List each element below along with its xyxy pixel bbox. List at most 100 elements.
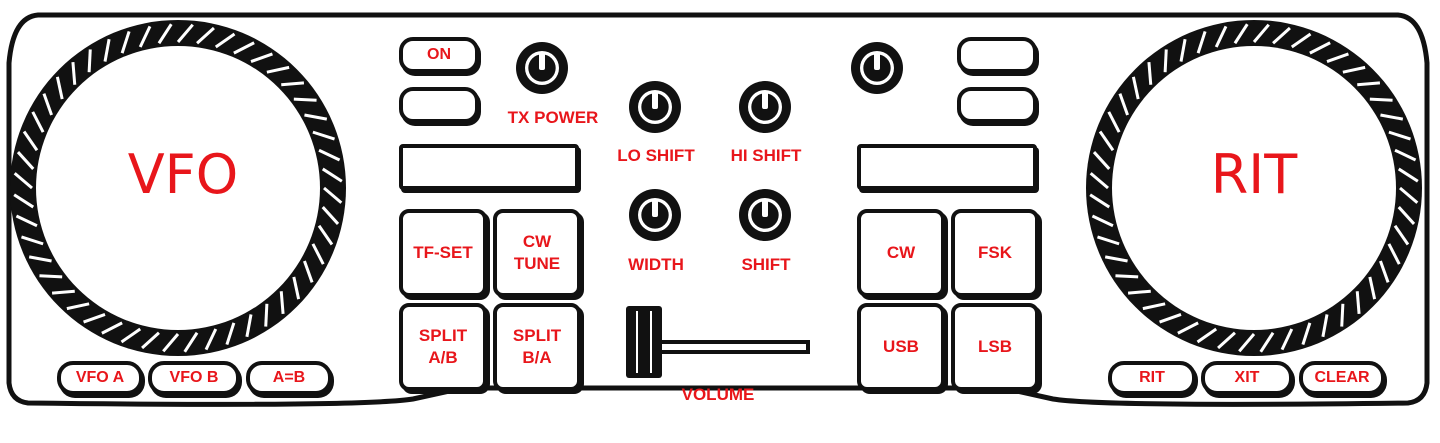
jog-ridge (55, 76, 64, 100)
jog-ridge (1147, 61, 1153, 85)
jog-ridge (1379, 260, 1390, 283)
jog-ridge (1397, 167, 1419, 183)
jog-ridge (264, 303, 269, 327)
vfo-a-button[interactable]: VFO A (57, 361, 143, 395)
on-button[interactable]: ON (399, 37, 479, 73)
jog-ridge (1131, 76, 1140, 100)
jog-ridge (204, 328, 218, 351)
cw-tune-pad[interactable]: CW TUNE (493, 209, 581, 297)
jog-ridge (323, 186, 343, 204)
jog-ridge (196, 26, 215, 45)
volume-fader[interactable] (623, 303, 813, 383)
jog-ridge (1394, 148, 1417, 162)
jog-ridge (13, 172, 33, 190)
hi-shift-label: HI SHIFT (730, 146, 802, 165)
jog-ridge (1217, 331, 1236, 350)
jog-ridge (1115, 274, 1139, 279)
right-top-button[interactable] (957, 37, 1037, 73)
jog-ridge (120, 30, 131, 54)
lo-shift-label: LO SHIFT (617, 146, 695, 165)
jog-ridge (1214, 25, 1228, 48)
jog-ridge (1272, 26, 1291, 45)
rit-button[interactable]: RIT (1108, 361, 1196, 395)
xit-button[interactable]: XIT (1201, 361, 1293, 395)
jog-ridge (1092, 151, 1111, 170)
jog-ridge (1163, 49, 1168, 73)
jog-ridge (162, 333, 180, 353)
jog-ridge (281, 81, 305, 87)
vfo-b-button[interactable]: VFO B (148, 361, 240, 395)
jog-ridge (293, 97, 317, 102)
jog-ridge (1096, 235, 1120, 246)
jog-ridge (1393, 224, 1410, 246)
jog-ridge (1089, 172, 1109, 190)
jog-ridge (1340, 303, 1345, 327)
jog-ridge (279, 291, 285, 315)
jog-ridge (225, 322, 236, 346)
left-blank-button[interactable] (399, 87, 479, 123)
vfo-jog-wheel[interactable] (3, 13, 353, 363)
jog-ridge (250, 52, 273, 63)
jog-ridge (1355, 291, 1361, 315)
volume-label: VOLUME (681, 385, 755, 404)
jog-ridge (16, 151, 35, 170)
shift-label: SHIFT (741, 255, 791, 274)
shift-knob[interactable] (739, 189, 791, 241)
jog-ridge (1177, 321, 1199, 335)
jog-ridge (1321, 314, 1329, 338)
jog-ridge (1280, 328, 1294, 351)
jog-ridge (1179, 38, 1187, 62)
jog-ridge (321, 206, 340, 225)
jog-ridge (1142, 302, 1166, 311)
vfo-label: VFO (127, 143, 239, 206)
jog-ridge (1380, 113, 1404, 121)
cw-mode-pad[interactable]: CW (857, 209, 945, 297)
jog-ridge (1397, 206, 1416, 225)
jog-ridge (28, 255, 52, 263)
clear-button[interactable]: CLEAR (1299, 361, 1385, 395)
jog-ridge (233, 41, 255, 55)
jog-ridge (39, 274, 63, 279)
lsb-mode-pad[interactable]: LSB (951, 303, 1039, 391)
jog-ridge (22, 130, 39, 152)
jog-ridge (31, 111, 45, 133)
jog-ridge (120, 327, 142, 344)
jog-ridge (1399, 186, 1419, 204)
jog-ridge (303, 260, 314, 283)
hi-shift-knob[interactable] (739, 81, 791, 133)
jog-ridge (157, 23, 173, 45)
jog-ridge (1118, 93, 1129, 116)
jog-ridge (138, 25, 152, 48)
jog-ridge (1233, 23, 1249, 45)
tx-power-knob[interactable] (516, 42, 568, 94)
a-equals-b-button[interactable]: A=B (246, 361, 332, 395)
controller-body (6, 12, 1430, 407)
tf-set-pad[interactable]: TF-SET (399, 209, 487, 297)
jog-ridge (1196, 327, 1218, 344)
rit-jog-wheel[interactable] (1079, 13, 1429, 363)
jog-ridge (15, 214, 38, 228)
jog-ridge (42, 93, 53, 116)
jog-ridge (292, 276, 301, 300)
jog-ridge (318, 148, 341, 162)
jog-ridge (20, 235, 44, 246)
jog-ridge (1089, 193, 1111, 209)
jog-ridge (71, 61, 77, 85)
jog-ridge (1196, 30, 1207, 54)
usb-mode-pad[interactable]: USB (857, 303, 945, 391)
right-knob[interactable] (851, 42, 903, 94)
jog-ridge (1387, 243, 1401, 265)
fsk-mode-pad[interactable]: FSK (951, 209, 1039, 297)
right-blank-button[interactable] (957, 87, 1037, 123)
width-knob[interactable] (629, 189, 681, 241)
split-a-b-pad[interactable]: SPLIT A/B (399, 303, 487, 391)
jog-ridge (101, 321, 123, 335)
jog-ridge (1252, 23, 1270, 43)
jog-ridge (1259, 331, 1275, 353)
jog-ridge (103, 38, 111, 62)
jog-ridge (83, 313, 106, 324)
jog-ridge (1107, 111, 1121, 133)
split-b-a-pad[interactable]: SPLIT B/A (493, 303, 581, 391)
dj-controller: VFO RIT VFO A VFO B A=B RIT XIT CLEAR ON… (3, 3, 1433, 433)
lo-shift-knob[interactable] (629, 81, 681, 133)
